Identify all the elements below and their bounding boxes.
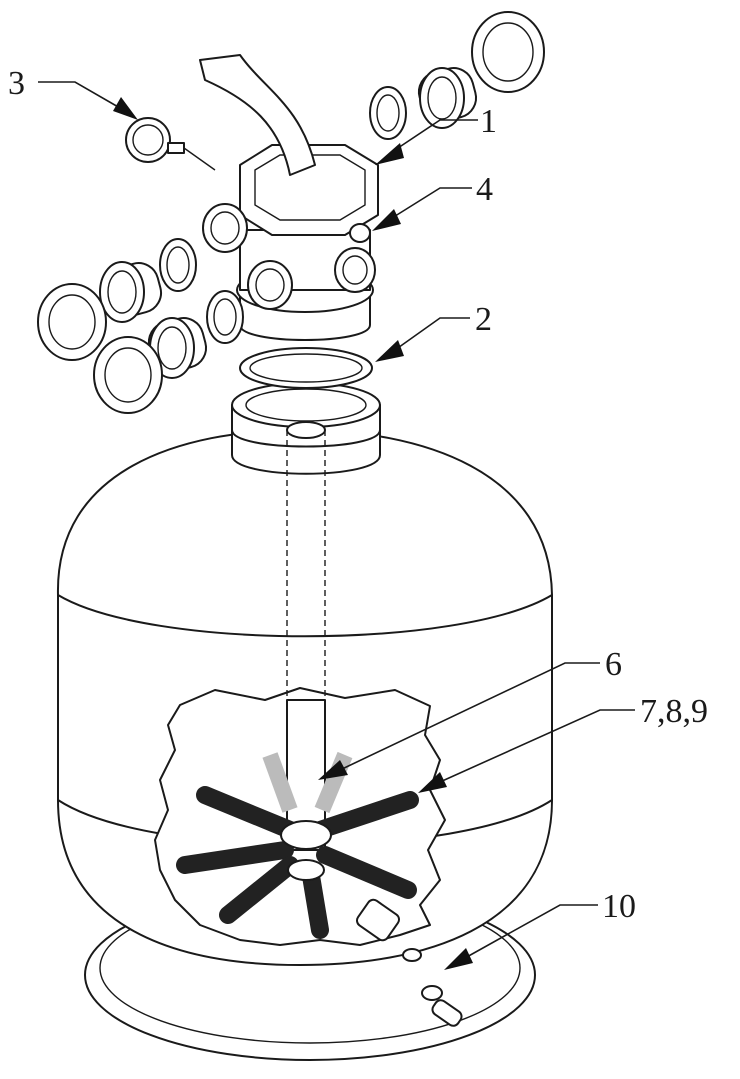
label-6: 6 — [605, 646, 622, 683]
callout-1: 1 — [375, 103, 497, 165]
label-3: 3 — [8, 65, 25, 102]
union-fitting-left-lower — [93, 290, 244, 414]
tank-oring — [239, 347, 373, 389]
label-2: 2 — [475, 301, 492, 338]
label-10: 10 — [602, 888, 636, 925]
callout-789: 7,8,9 — [418, 693, 708, 793]
union-fitting-left-upper — [37, 238, 197, 361]
pressure-gauge — [125, 117, 216, 171]
union-fitting-right — [369, 11, 545, 140]
callout-10: 10 — [444, 888, 636, 970]
label-1: 1 — [480, 103, 497, 140]
multiport-valve — [199, 54, 379, 341]
callout-4: 4 — [372, 171, 493, 231]
label-4: 4 — [476, 171, 493, 208]
drain-assembly — [356, 898, 463, 1027]
tank-neck — [231, 382, 381, 475]
callout-6: 6 — [318, 646, 622, 780]
callout-3: 3 — [8, 65, 138, 120]
callout-2: 2 — [375, 301, 492, 362]
label-7-8-9: 7,8,9 — [640, 693, 708, 730]
